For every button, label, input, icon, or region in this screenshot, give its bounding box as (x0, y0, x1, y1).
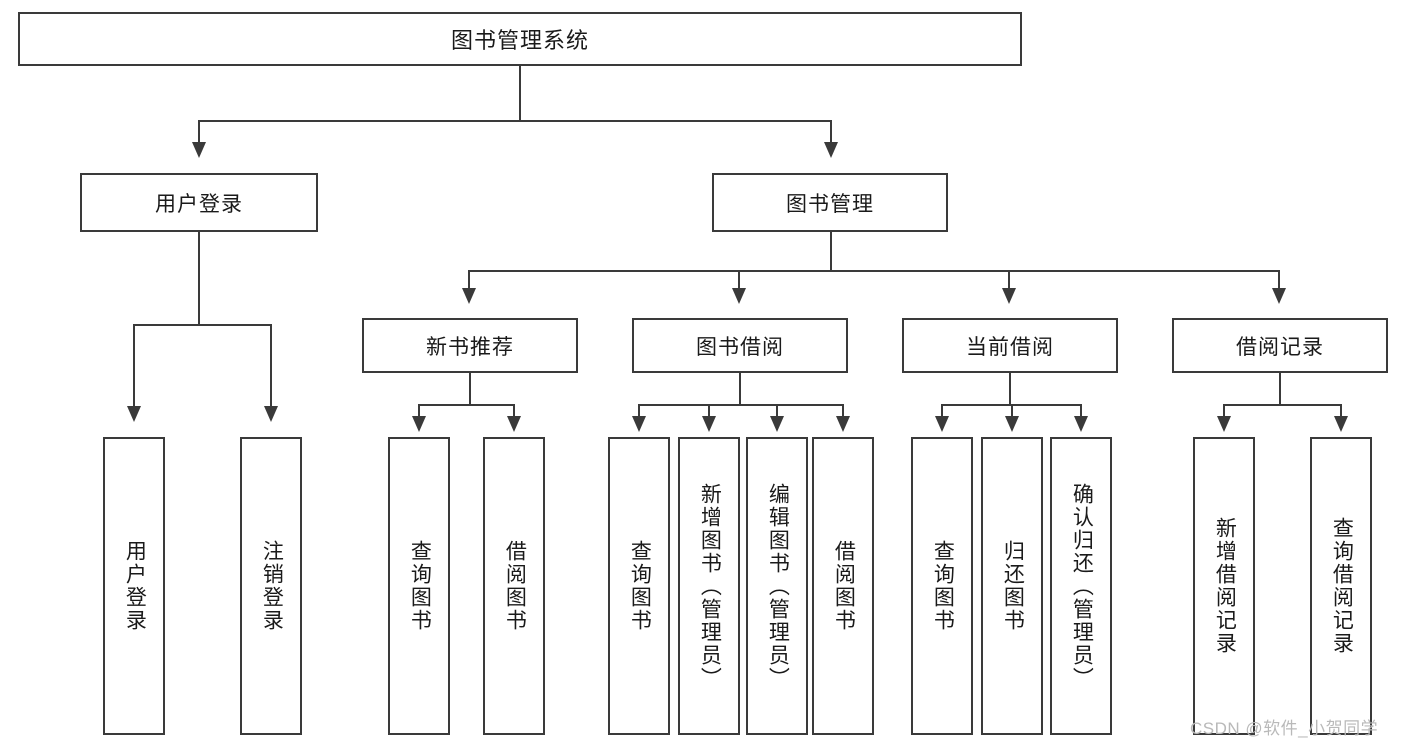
leaf-label: 用户登录 (123, 540, 147, 632)
leaf-label: 注销登录 (260, 540, 284, 632)
leaf-edit-book-admin[interactable]: 编辑图书（管理员） (746, 437, 808, 735)
connector-book-manage-stem (830, 232, 832, 270)
arrowhead-bb-leaf-2 (702, 416, 716, 432)
connector-br-bus (1223, 404, 1341, 406)
connector-user-login-drop-2 (270, 324, 272, 412)
leaf-query-book-nbr[interactable]: 查询图书 (388, 437, 450, 735)
leaf-borrow-book-nbr[interactable]: 借阅图书 (483, 437, 545, 735)
arrowhead-new-book-recommend (462, 288, 476, 304)
node-root[interactable]: 图书管理系统 (18, 12, 1022, 66)
connector-nbr-stem (469, 373, 471, 404)
connector-bb-drop-3 (776, 404, 778, 422)
leaf-user-login[interactable]: 用户登录 (103, 437, 165, 735)
connector-bb-drop-1 (638, 404, 640, 422)
node-book-manage[interactable]: 图书管理 (712, 173, 948, 232)
node-book-borrow-label: 图书借阅 (696, 335, 784, 359)
node-book-manage-label: 图书管理 (786, 192, 874, 216)
connector-nbr-drop-1 (418, 404, 420, 422)
connector-user-login-bus (133, 324, 272, 326)
leaf-label: 确认归还（管理员） (1070, 482, 1094, 690)
arrowhead-borrow-record (1272, 288, 1286, 304)
leaf-query-book-bb[interactable]: 查询图书 (608, 437, 670, 735)
leaf-label: 查询图书 (628, 540, 652, 632)
connector-bb-bus (638, 404, 843, 406)
connector-bb-stem (739, 373, 741, 404)
connector-bb-drop-2 (708, 404, 710, 422)
leaf-borrow-book-bb[interactable]: 借阅图书 (812, 437, 874, 735)
leaf-add-borrow-record[interactable]: 新增借阅记录 (1193, 437, 1255, 735)
arrowhead-nbr-leaf-2 (507, 416, 521, 432)
connector-root-drop-right (830, 120, 832, 148)
leaf-label: 查询借阅记录 (1330, 517, 1354, 655)
connector-root-bus (198, 120, 832, 122)
leaf-query-borrow-record[interactable]: 查询借阅记录 (1310, 437, 1372, 735)
arrowhead-br-leaf-1 (1217, 416, 1231, 432)
connector-cb-drop-2 (1011, 404, 1013, 422)
leaf-label: 编辑图书（管理员） (766, 482, 790, 690)
leaf-logout[interactable]: 注销登录 (240, 437, 302, 735)
connector-root-stem (519, 66, 521, 120)
node-borrow-record-label: 借阅记录 (1236, 335, 1324, 359)
leaf-label: 借阅图书 (832, 540, 856, 632)
connector-cb-bus (941, 404, 1080, 406)
connector-br-drop-1 (1223, 404, 1225, 422)
connector-br-stem (1279, 373, 1281, 404)
leaf-label: 查询图书 (408, 540, 432, 632)
connector-user-login-stem (198, 232, 200, 324)
arrowhead-bb-leaf-1 (632, 416, 646, 432)
arrowhead-current-borrow (1002, 288, 1016, 304)
leaf-query-book-cb[interactable]: 查询图书 (911, 437, 973, 735)
arrowhead-bb-leaf-4 (836, 416, 850, 432)
arrowhead-book-manage (824, 142, 838, 158)
arrowhead-cb-leaf-1 (935, 416, 949, 432)
node-borrow-record[interactable]: 借阅记录 (1172, 318, 1388, 373)
node-new-book-recommend[interactable]: 新书推荐 (362, 318, 578, 373)
connector-br-drop-2 (1340, 404, 1342, 422)
watermark: CSDN @软件_小贺同学 (1190, 719, 1379, 738)
connector-user-login-drop-1 (133, 324, 135, 412)
node-current-borrow[interactable]: 当前借阅 (902, 318, 1118, 373)
connector-root-drop-left (198, 120, 200, 148)
arrowhead-leaf-logout (264, 406, 278, 422)
connector-l3-drop-1 (468, 270, 470, 294)
arrowhead-user-login (192, 142, 206, 158)
arrowhead-bb-leaf-3 (770, 416, 784, 432)
arrowhead-nbr-leaf-1 (412, 416, 426, 432)
node-root-label: 图书管理系统 (450, 28, 589, 53)
connector-cb-drop-3 (1080, 404, 1082, 422)
arrowhead-cb-leaf-2 (1005, 416, 1019, 432)
node-book-borrow[interactable]: 图书借阅 (632, 318, 848, 373)
leaf-label: 归还图书 (1001, 540, 1025, 632)
leaf-confirm-return-admin[interactable]: 确认归还（管理员） (1050, 437, 1112, 735)
leaf-label: 新增借阅记录 (1213, 517, 1237, 655)
arrowhead-leaf-user-login (127, 406, 141, 422)
connector-cb-stem (1009, 373, 1011, 404)
leaf-label: 查询图书 (931, 540, 955, 632)
leaf-label: 借阅图书 (503, 540, 527, 632)
leaf-label: 新增图书（管理员） (698, 482, 722, 690)
connector-l3-drop-4 (1278, 270, 1280, 294)
node-current-borrow-label: 当前借阅 (966, 335, 1054, 359)
connector-nbr-drop-2 (513, 404, 515, 422)
connector-bb-drop-4 (842, 404, 844, 422)
arrowhead-book-borrow (732, 288, 746, 304)
node-user-login-label: 用户登录 (155, 192, 243, 216)
node-new-book-recommend-label: 新书推荐 (426, 335, 514, 359)
leaf-return-book[interactable]: 归还图书 (981, 437, 1043, 735)
leaf-add-book-admin[interactable]: 新增图书（管理员） (678, 437, 740, 735)
connector-l3-drop-2 (738, 270, 740, 294)
connector-book-manage-bus (468, 270, 1280, 272)
arrowhead-br-leaf-2 (1334, 416, 1348, 432)
connector-l3-drop-3 (1008, 270, 1010, 294)
connector-nbr-bus (418, 404, 513, 406)
node-user-login[interactable]: 用户登录 (80, 173, 318, 232)
arrowhead-cb-leaf-3 (1074, 416, 1088, 432)
connector-cb-drop-1 (941, 404, 943, 422)
